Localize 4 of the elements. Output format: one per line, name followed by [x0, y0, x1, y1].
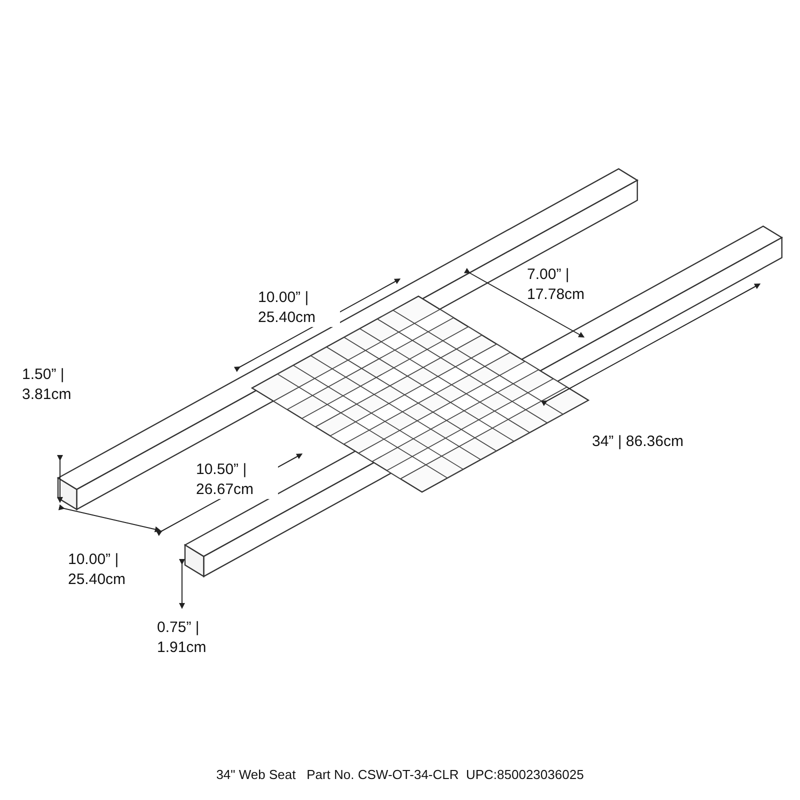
dimension-label: 10.50” | 26.67cm	[196, 460, 278, 499]
dimension-label: 10.00” | 25.40cm	[258, 288, 340, 327]
caption: 34" Web Seat Part No. CSW-OT-34-CLR UPC:850023036025	[215, 767, 585, 782]
dimension-label: 34” | 86.36cm	[592, 432, 684, 452]
